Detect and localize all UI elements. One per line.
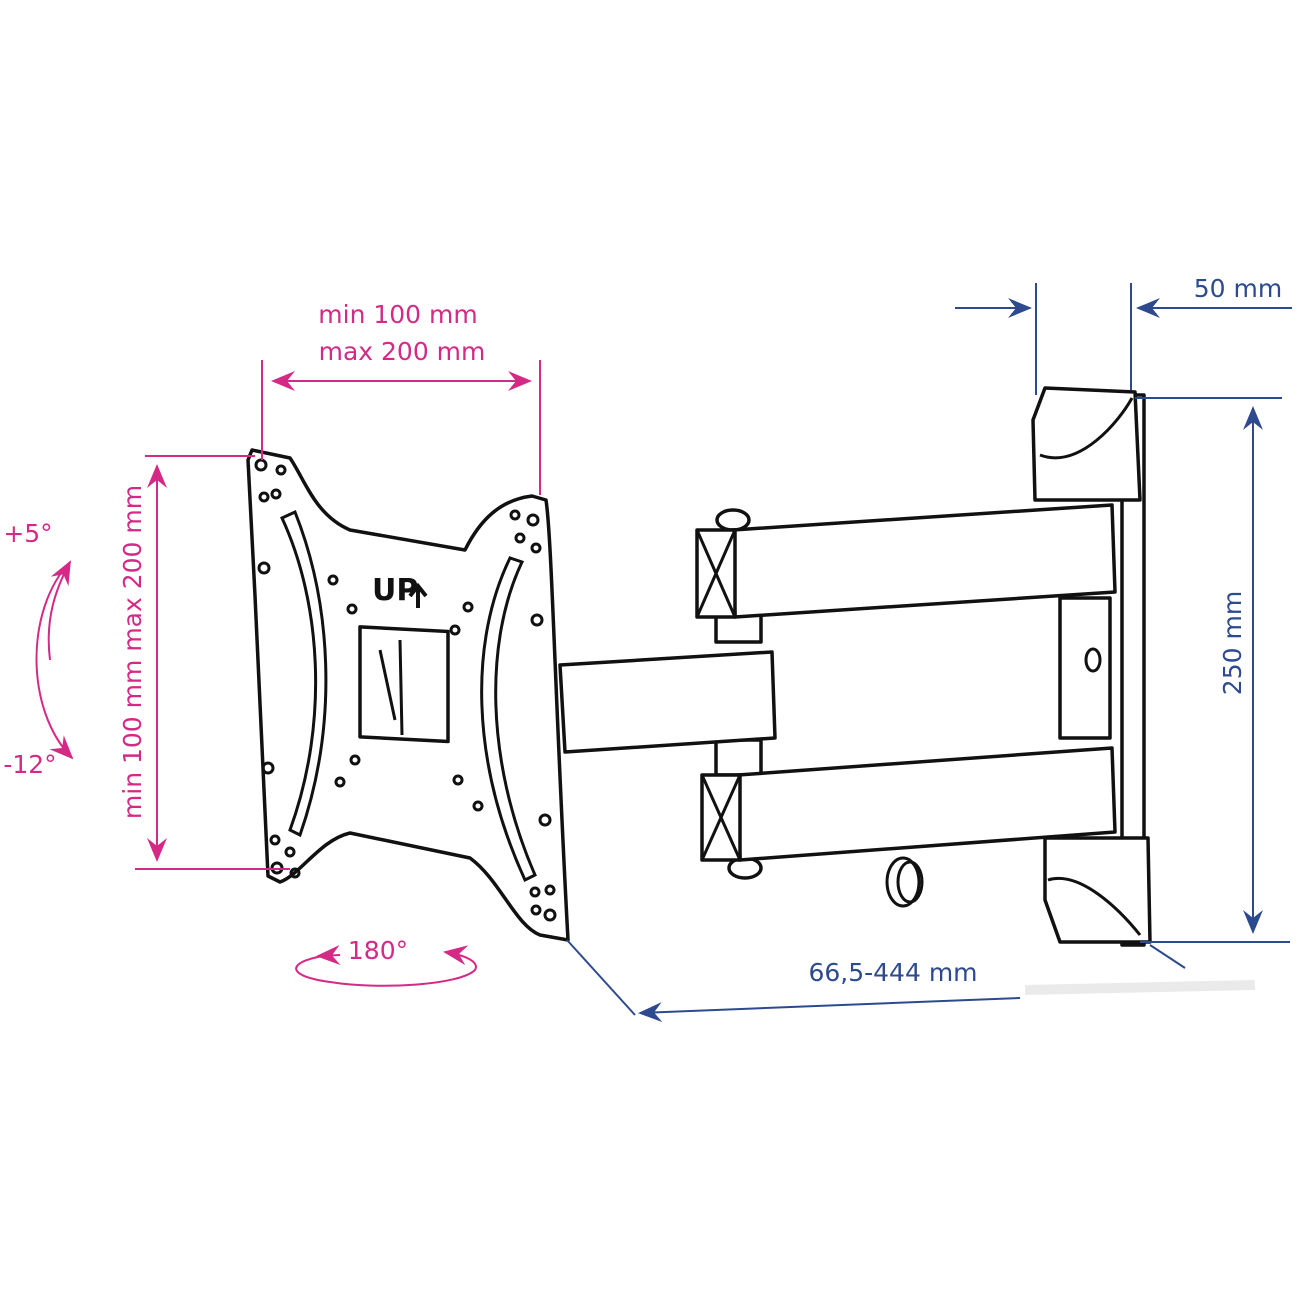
middle-arm bbox=[558, 650, 777, 754]
wall-plate-height-dimension: 250 mm bbox=[1135, 397, 1290, 943]
swivel-label: 180° bbox=[348, 936, 408, 965]
depth-label: 50 mm bbox=[1194, 274, 1282, 303]
upper-arm bbox=[695, 503, 1117, 644]
tilt-up-label: +5° bbox=[3, 519, 52, 548]
extension-label: 66,5-444 mm bbox=[808, 958, 977, 987]
vesa-plate: UP bbox=[246, 448, 570, 942]
vesa-width-dimension: min 100 mm max 200 mm bbox=[261, 300, 541, 495]
vesa-width-max: max 200 mm bbox=[319, 337, 486, 366]
up-label: UP bbox=[372, 573, 418, 608]
vesa-width-min: min 100 mm bbox=[318, 300, 477, 329]
tilt-down-label: -12° bbox=[3, 750, 56, 779]
height-label: 250 mm bbox=[1218, 591, 1247, 695]
vesa-height-label: min 100 mm max 200 mm bbox=[118, 485, 147, 819]
tilt-indicator: +5° -12° bbox=[3, 519, 74, 779]
wall-plate-depth-dimension: 50 mm bbox=[955, 274, 1292, 395]
wall-plate bbox=[1031, 386, 1152, 947]
lower-arm bbox=[700, 738, 1117, 908]
up-arrow-icon bbox=[408, 582, 428, 608]
vesa-height-dimension: min 100 mm max 200 mm bbox=[118, 455, 290, 870]
extension-dimension: 66,5-444 mm bbox=[566, 939, 1256, 1023]
swivel-indicator: 180° bbox=[295, 936, 477, 987]
